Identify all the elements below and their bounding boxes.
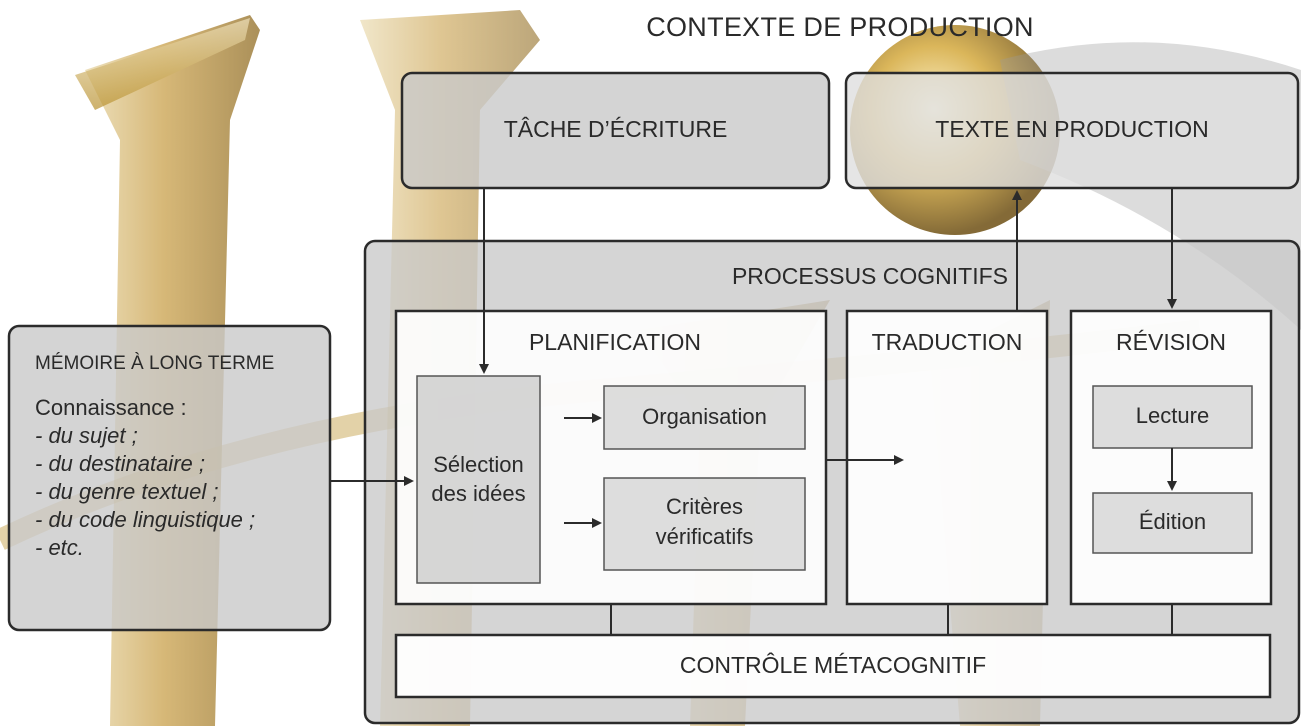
editing-label: Édition bbox=[1138, 509, 1207, 534]
memory-item: - du destinataire ; bbox=[35, 451, 205, 476]
idea-selection-line2: des idées bbox=[431, 481, 526, 506]
memory-item: - du code linguistique ; bbox=[35, 507, 256, 532]
organisation-label: Organisation bbox=[642, 404, 767, 429]
idea-selection-line1: Sélection bbox=[433, 452, 524, 477]
long-term-memory-content: MÉMOIRE À LONG TERME Connaissance : - du… bbox=[35, 353, 335, 562]
idea-selection-box bbox=[416, 375, 541, 584]
long-term-memory-title: MÉMOIRE À LONG TERME bbox=[35, 353, 275, 374]
criteria-line1: Critères bbox=[665, 494, 743, 519]
context-title: CONTEXTE DE PRODUCTION bbox=[646, 12, 1034, 42]
memory-item: - du sujet ; bbox=[35, 423, 138, 448]
translation-title: TRADUCTION bbox=[871, 329, 1023, 355]
editing-box bbox=[1092, 492, 1253, 554]
criteria-line2: vérificatifs bbox=[655, 524, 754, 549]
metacognitive-control-label: CONTRÔLE MÉTACOGNITIF bbox=[679, 652, 987, 678]
long-term-memory-box bbox=[7, 324, 332, 632]
translation-panel bbox=[845, 309, 1049, 606]
cognitive-processes-label: PROCESSUS COGNITIFS bbox=[731, 263, 1009, 289]
reading-box bbox=[1092, 385, 1253, 449]
criteria-box bbox=[603, 477, 806, 571]
organisation-box bbox=[603, 385, 806, 450]
planning-title: PLANIFICATION bbox=[528, 329, 702, 355]
memory-item: - du genre textuel ; bbox=[35, 479, 219, 504]
text-in-production-box bbox=[844, 71, 1300, 190]
writing-task-box bbox=[400, 71, 831, 190]
memory-knowledge-label: Connaissance : bbox=[35, 395, 187, 420]
writing-task-label: TÂCHE D’ÉCRITURE bbox=[503, 116, 728, 142]
reading-label: Lecture bbox=[1135, 403, 1210, 428]
memory-item: - etc. bbox=[35, 535, 84, 560]
text-in-production-label: TEXTE EN PRODUCTION bbox=[935, 116, 1209, 142]
metacognitive-control-bar bbox=[394, 633, 1272, 699]
revision-title: RÉVISION bbox=[1116, 329, 1226, 355]
